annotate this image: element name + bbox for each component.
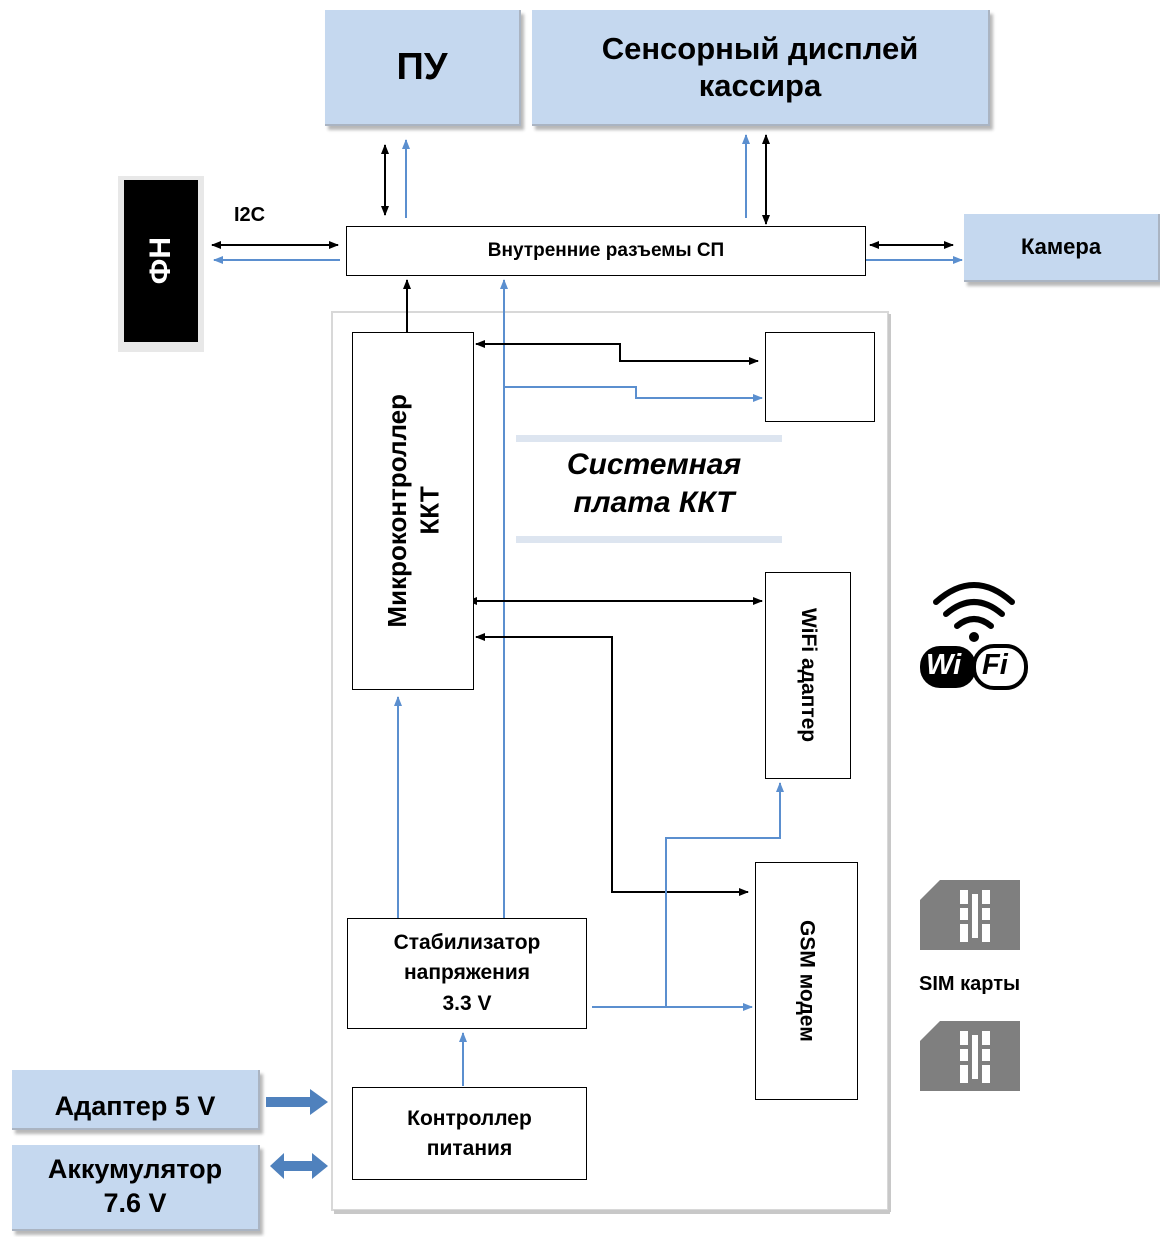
camera-block: Камера	[964, 214, 1160, 282]
bluetooth-block	[765, 332, 875, 422]
pu-label: ПУ	[396, 45, 448, 88]
microcontroller-block: Микроконтроллер ККТ	[352, 332, 474, 690]
battery-block: Аккумулятор 7.6 V	[12, 1145, 260, 1231]
adapter-block: Адаптер 5 V	[12, 1070, 260, 1130]
wifi-logo-fi: Fi	[982, 649, 1008, 681]
sim-cards-label: SIM карты	[919, 973, 1021, 995]
adapter-arrow	[266, 1089, 328, 1115]
wifi-adapter-label: WiFi адаптер	[797, 608, 820, 743]
gsm-modem-label: GSM модем	[795, 920, 819, 1042]
power-controller-block: Контроллер питания	[352, 1087, 587, 1180]
internal-connectors-label: Внутренние разъемы СП	[487, 240, 725, 261]
gsm-black-line	[475, 633, 749, 896]
battery-arrow	[270, 1153, 328, 1179]
battery-label-2: 7.6 V	[103, 1188, 167, 1218]
fn-label: ФН	[144, 237, 177, 285]
system-board-title-1: Системная	[566, 448, 742, 481]
i2c-label: I2C	[234, 204, 266, 226]
fn-block: ФН	[124, 180, 198, 342]
microcontroller-label-1: Микроконтроллер	[381, 394, 412, 628]
sim-card-icon	[920, 1021, 1020, 1091]
adapter-label: Адаптер 5 V	[54, 1091, 216, 1121]
title-separator-top	[516, 435, 782, 442]
touch-display-label-2: кассира	[698, 68, 822, 103]
sim-card-icon	[920, 880, 1020, 950]
stabilizer-label-2: напряжения	[404, 961, 530, 985]
touch-display-block: Сенсорный дисплей кассира	[532, 10, 990, 126]
title-separator-bottom	[516, 536, 782, 543]
stabilizer-label-1: Стабилизатор	[393, 930, 541, 954]
stabilizer-wifi-line	[665, 782, 784, 1007]
power-controller-label-2: питания	[426, 1136, 513, 1160]
internal-connectors-block: Внутренние разъемы СП	[346, 226, 866, 276]
stabilizer-label-3: 3.3 V	[442, 991, 492, 1015]
power-controller-label-1: Контроллер	[407, 1107, 532, 1131]
wifi-logo-wi: Wi	[926, 649, 962, 681]
bluetooth-black-line	[475, 340, 759, 365]
wifi-logo-icon	[920, 582, 1028, 690]
gsm-modem-block: GSM модем	[755, 862, 858, 1100]
bluetooth-blue-line	[504, 386, 763, 402]
stabilizer-block: Стабилизатор напряжения 3.3 V	[347, 918, 587, 1029]
touch-display-label-1: Сенсорный дисплей	[601, 30, 919, 66]
system-board-title-2: плата ККТ	[573, 485, 735, 519]
microcontroller-label-2: ККТ	[414, 486, 444, 536]
pu-block: ПУ	[325, 10, 521, 126]
wifi-adapter-block: WiFi адаптер	[765, 572, 851, 779]
camera-label: Камера	[1020, 234, 1102, 259]
system-board-title: Системная плата ККТ	[516, 446, 792, 521]
battery-label-1: Аккумулятор	[47, 1154, 223, 1185]
